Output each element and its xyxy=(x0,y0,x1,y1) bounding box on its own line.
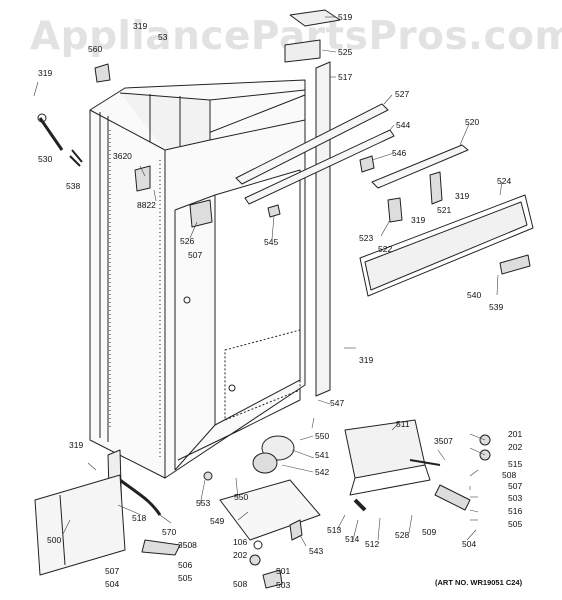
part-label: 319 xyxy=(411,215,426,225)
part-label: 501 xyxy=(276,566,291,576)
part-label: 545 xyxy=(264,237,279,247)
part-label: 3507 xyxy=(434,436,453,446)
housing-511 xyxy=(344,419,426,479)
part-label: 546 xyxy=(392,148,407,158)
part-label: 503 xyxy=(276,580,291,590)
bar-520 xyxy=(371,144,469,189)
part-label: 517 xyxy=(338,72,353,82)
part-label: 508 xyxy=(502,470,517,480)
part-label: 506 xyxy=(178,560,193,570)
drain-pan-549 xyxy=(219,479,321,541)
part-label: 526 xyxy=(180,236,195,246)
part-label: 519 xyxy=(338,12,353,22)
part-label: 507 xyxy=(508,481,523,491)
part-label: 507 xyxy=(105,566,120,576)
part-label: 521 xyxy=(437,205,452,215)
part-label: 528 xyxy=(395,530,410,540)
part-label: 319 xyxy=(455,191,470,201)
part-label: 508 xyxy=(233,579,248,589)
part-label: 201 xyxy=(508,429,523,439)
part-label: 543 xyxy=(309,546,324,556)
part-label: 523 xyxy=(359,233,374,243)
part-label: 202 xyxy=(508,442,523,452)
part-label: 540 xyxy=(467,290,482,300)
part-label: 544 xyxy=(396,120,411,130)
part-label: 515 xyxy=(508,459,523,469)
part-label: 516 xyxy=(508,506,523,516)
part-label: 524 xyxy=(497,176,512,186)
part-label: 500 xyxy=(47,535,62,545)
part-label: 549 xyxy=(210,516,225,526)
top-bracket xyxy=(289,9,341,27)
part-label: 570 xyxy=(162,527,177,537)
part-label: 319 xyxy=(69,440,84,450)
part-label: 504 xyxy=(462,539,477,549)
part-label: 560 xyxy=(88,44,103,54)
bar-544 xyxy=(244,129,395,205)
badge-539 xyxy=(499,254,531,275)
part-label: 542 xyxy=(315,467,330,477)
part-label: 503 xyxy=(508,493,523,503)
part-label: 541 xyxy=(315,450,330,460)
side-rail xyxy=(315,61,331,397)
art-number: (ART NO. WR19051 C24) xyxy=(435,578,523,587)
part-label: 319 xyxy=(38,68,53,78)
part-label: 550 xyxy=(234,492,249,502)
part-label: 530 xyxy=(38,154,53,164)
base-rail-500 xyxy=(34,474,126,576)
part-label: 538 xyxy=(66,181,81,191)
part-label: 319 xyxy=(359,355,374,365)
part-label: 512 xyxy=(365,539,380,549)
part-label: 505 xyxy=(178,573,193,583)
part-label: 522 xyxy=(378,244,393,254)
part-label: 520 xyxy=(465,117,480,127)
bar-527 xyxy=(235,103,389,185)
part-label: 525 xyxy=(338,47,353,57)
part-label: 8822 xyxy=(137,200,156,210)
part-label: 202 xyxy=(233,550,248,560)
part-label: 527 xyxy=(395,89,410,99)
part-label: 53 xyxy=(158,32,168,42)
part-label: 504 xyxy=(105,579,120,589)
part-label: 518 xyxy=(132,513,147,523)
part-label: 507 xyxy=(188,250,203,260)
part-label: 553 xyxy=(196,498,211,508)
part-label: 511 xyxy=(396,419,410,429)
part-label: 514 xyxy=(345,534,360,544)
part-label: 509 xyxy=(422,527,437,537)
cabinet-case xyxy=(89,79,306,479)
part-label: 539 xyxy=(489,302,504,312)
part-label: 3620 xyxy=(113,151,132,161)
part-label: 505 xyxy=(508,519,523,529)
part-label: 513 xyxy=(327,525,342,535)
part-label: 106 xyxy=(233,537,248,547)
part-label: 3508 xyxy=(178,540,197,550)
part-label: 547 xyxy=(330,398,345,408)
part-label: 550 xyxy=(315,431,330,441)
part-label: 319 xyxy=(133,21,148,31)
